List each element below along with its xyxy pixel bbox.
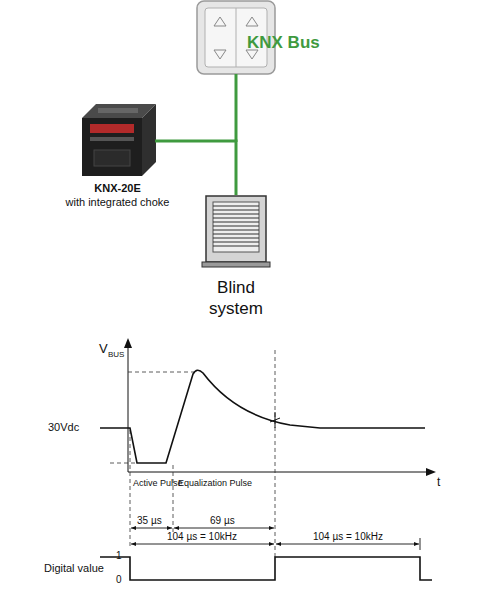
dimension-label: 104 µs = 10kHz (167, 532, 237, 542)
dimension-lines (131, 528, 420, 550)
crosshair (270, 412, 280, 428)
blind-symbol (202, 196, 270, 267)
pulse-label: Active Pulse (133, 479, 183, 488)
logic-level: 1 (116, 551, 122, 561)
device-name: Blind system (201, 277, 271, 319)
signal-name: Digital value (44, 563, 104, 574)
axes (124, 338, 436, 476)
level-label: 30Vdc (48, 422, 79, 433)
blind-box: Blind system (205, 195, 267, 265)
dimension-label: 35 µs (137, 516, 162, 526)
device-name: KNX-20E (40, 182, 195, 195)
power-supply-box: KNX-20Ewith integrated choke (80, 105, 155, 177)
power-supply-symbol (82, 104, 156, 176)
device-note: with integrated choke (40, 196, 195, 209)
pulse-label: Equalization Pulse (178, 479, 252, 488)
axis-label: t (437, 476, 440, 488)
bus-line (155, 141, 236, 195)
axis-label: V (99, 342, 108, 355)
logic-level: 0 (116, 575, 122, 585)
dimension-label: 104 µs = 10kHz (313, 532, 383, 542)
dimension-label: 69 µs (210, 516, 235, 526)
digital-signal (100, 557, 432, 580)
bus-label: KNX Bus (247, 34, 320, 51)
bus-wire (235, 74, 238, 142)
bus-waveform (100, 370, 425, 463)
axis-subscript: BUS (108, 351, 124, 359)
